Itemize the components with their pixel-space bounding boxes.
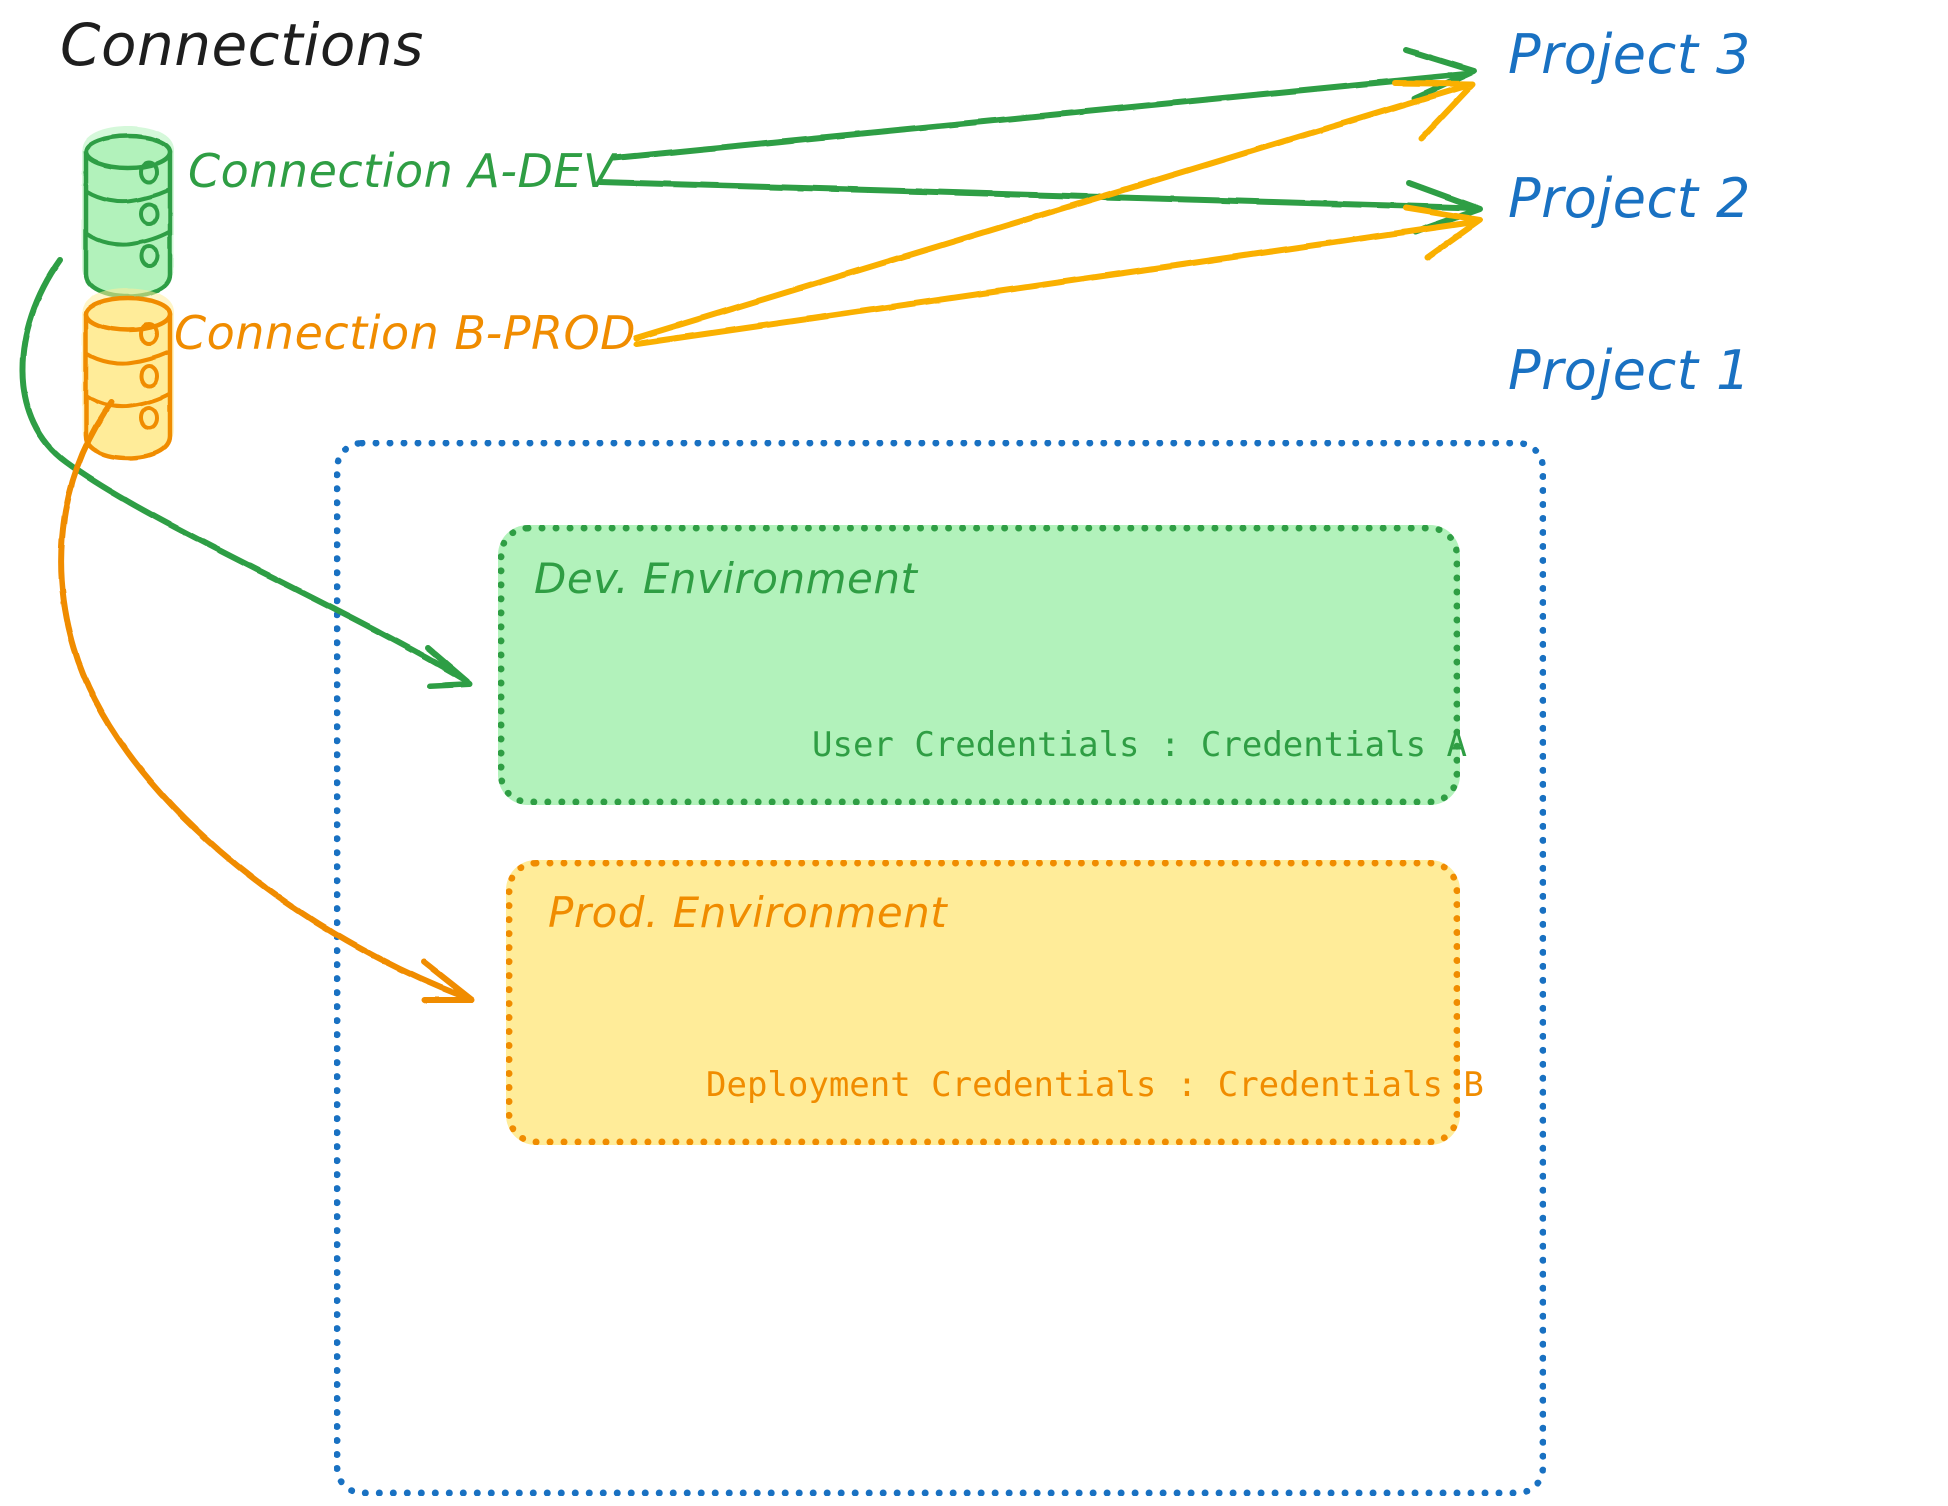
project-2-label[interactable]: Project 2 [1508,167,1751,230]
arrow-a-dev-to-dev-environment [19,257,473,689]
prod-environment-title: Prod. Environment [548,888,948,937]
arrow-b-prod-to-prod-environment [58,399,475,1003]
connection-b-prod-label[interactable]: Connection B-PROD [174,306,637,360]
page-title: Connections [60,11,424,79]
prod-environment-box[interactable] [506,860,1460,1145]
dev-environment-title: Dev. Environment [534,554,918,603]
arrow-a-dev-to-project-3 [611,47,1477,161]
dev-environment-credentials: User Credentials : Credentials A [812,725,1468,765]
database-cylinder-icon-green[interactable] [82,126,174,299]
dev-environment-box[interactable] [498,525,1460,805]
arrow-b-prod-to-project-2 [633,205,1483,347]
arrow-b-prod-to-project-3 [633,80,1476,341]
project-3-label[interactable]: Project 3 [1508,23,1751,86]
project-1-container [334,440,1546,1496]
prod-environment-credentials: Deployment Credentials : Credentials B [706,1065,1484,1105]
connection-a-dev-label[interactable]: Connection A-DEV [188,144,615,198]
project-1-label[interactable]: Project 1 [1508,339,1751,402]
arrow-a-dev-to-project-2 [597,179,1483,235]
